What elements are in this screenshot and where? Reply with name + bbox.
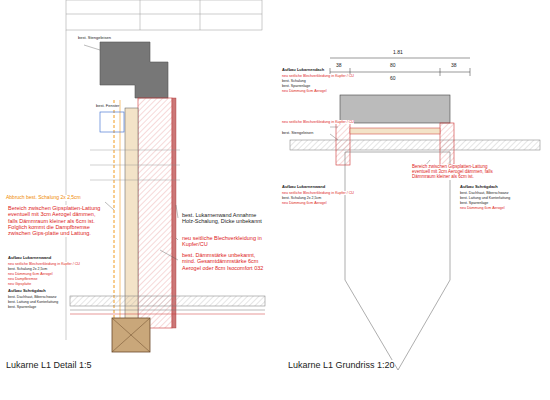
annotation: neu seitliche Blechverkleidung in Kupfer… — [182, 235, 266, 248]
annotation: 38 — [451, 63, 457, 69]
label-wrap: neu seitliche Blechverkleidung in Kupfer… — [182, 235, 266, 248]
annotation: best. Sparrenlage — [8, 305, 36, 309]
annotation: best. Dachhaut, Biberschwanz — [8, 295, 57, 299]
label-wrap: 60 — [390, 76, 396, 82]
annotation: neu Dämmung 6cm Aerogel — [8, 272, 53, 276]
label-wrap: best. Lukarnenwand Annahme Holz-Schalung… — [182, 212, 266, 225]
label-wrap: 1.81 — [393, 50, 403, 56]
label-wrap: best. Fenster — [96, 104, 119, 109]
annotation: best. Sparrenlage — [460, 201, 488, 205]
label-wrap: Aufbau Schrägdach — [460, 185, 498, 190]
label-wrap: Lukarne L1 Detail 1:5 — [6, 360, 92, 370]
label-wrap: best. Schalung 2x 2,5cm — [8, 267, 47, 271]
window-frame — [350, 128, 440, 134]
rafter — [112, 318, 150, 352]
annotation: Aufbau Lukarnenwand — [8, 256, 51, 261]
annotation: best. Stengeleisen — [78, 36, 111, 41]
label-wrap: Aufbau Lukarnenwand — [8, 256, 51, 261]
annotation: best. Schalung — [282, 79, 306, 83]
dormer-plan — [345, 152, 450, 370]
label-wrap: Aufbau Schrägdach — [8, 289, 46, 294]
label-wrap: neu Dämmung 6cm Aerogel — [282, 201, 327, 205]
annotation: best. Dachhaut, Biberschwanz — [460, 191, 509, 195]
annotation: neu Dampfbremse — [8, 277, 38, 281]
label-wrap: neu Dämmung 6cm Aerogel — [282, 89, 327, 93]
label-wrap: Abbruch best. Schalung 2x 2,5cm — [6, 195, 81, 201]
label-wrap: best. Stengeleisen — [78, 36, 111, 41]
label-wrap: Lukarne L1 Grundriss 1:20 — [288, 360, 395, 370]
dormer-wall — [336, 123, 350, 165]
sloped-roof — [70, 296, 265, 314]
label-wrap: best. Dachhaut, Biberschwanz — [8, 295, 57, 299]
annotation: Aufbau Lukarnendach — [282, 68, 324, 73]
annotation: best. Schalung 2x 2,5cm — [282, 196, 321, 200]
annotation: neu Gipsplatte — [8, 282, 31, 286]
window-frame — [100, 112, 124, 132]
copper-cladding — [172, 98, 176, 328]
label-wrap: best. Dämmstärke unbekannt, mind. Gesamt… — [182, 252, 266, 271]
dormer-roof — [340, 95, 450, 123]
drawing-caption: Lukarne L1 Detail 1:5 — [6, 360, 92, 370]
label-wrap: 38 — [451, 63, 457, 69]
annotation: neu seitliche Blechverkleidung in Kupfer… — [282, 120, 354, 124]
annotation: best. Lukarnenwand Annahme Holz-Schalung… — [182, 212, 266, 225]
annotation: best. Schalung 2x 2,5cm — [8, 267, 47, 271]
roof-cap — [100, 42, 168, 98]
annotation: best. Lattung und Konterlattung — [8, 300, 58, 304]
annotation: Abbruch best. Schalung 2x 2,5cm — [6, 195, 81, 201]
label-wrap: best. Sparrenlage — [460, 201, 488, 205]
annotation: neu Dämmung 6cm Aerogel — [282, 201, 327, 205]
label-wrap: neu Dämmung 6cm Aerogel — [460, 206, 505, 210]
label-wrap: Aufbau Lukarnendach — [282, 68, 324, 73]
roof-layer — [290, 140, 540, 150]
annotation: best. Lattung und Konterlattung — [460, 196, 510, 200]
label-wrap: best. Dachhaut, Biberschwanz — [460, 191, 509, 195]
label-wrap: neu Dämmung 6cm Aerogel — [8, 272, 53, 276]
label-wrap: neu Gipsplatte — [8, 282, 31, 286]
dormer-wall — [440, 123, 454, 165]
label-wrap: neu seitliche Blechverkleidung in Kupfer… — [282, 74, 354, 78]
wall-insulation — [138, 98, 172, 328]
label-wrap: neu seitliche Blechverkleidung in Kupfer… — [282, 120, 354, 124]
annotation: Aufbau Lukarnenwand — [282, 185, 325, 190]
annotation: neu Dämmung 6cm Aerogel — [460, 206, 505, 210]
annotation: Bereich zwischen Gipsplatten-Lattung eve… — [8, 205, 104, 237]
annotation: neu seitliche Blechverkleidung in Kupfer… — [8, 262, 80, 266]
annotation: 80 — [390, 63, 396, 69]
annotation: best. Fenster — [96, 104, 119, 109]
label-wrap: best. Stengeleisen — [282, 131, 313, 135]
label-wrap: Aufbau Lukarnenwand — [282, 185, 325, 190]
label-wrap: best. Schalung — [282, 79, 306, 83]
annotation: 60 — [390, 76, 396, 82]
label-wrap: 80 — [390, 63, 396, 69]
label-wrap: Bereich zwischen Gipsplatten-Lattung eve… — [412, 164, 494, 180]
annotation: neu Dämmung 6cm Aerogel — [282, 89, 327, 93]
annotation: 38 — [336, 63, 342, 69]
annotation: best. Stengeleisen — [282, 131, 313, 135]
annotation: best. Dämmstärke unbekannt, mind. Gesamt… — [182, 252, 266, 271]
label-wrap: neu seitliche Blechverkleidung in Kupfer… — [282, 191, 354, 195]
drawing-caption: Lukarne L1 Grundriss 1:20 — [288, 360, 395, 370]
demolition-line — [114, 100, 115, 330]
label-wrap: neu seitliche Blechverkleidung in Kupfer… — [8, 262, 80, 266]
annotation: Aufbau Schrägdach — [8, 289, 46, 294]
annotation: neu seitliche Blechverkleidung in Kupfer… — [282, 191, 354, 195]
label-wrap: best. Sparrenlage — [282, 84, 310, 88]
label-wrap: best. Lattung und Konterlattung — [460, 196, 510, 200]
label-wrap: neu Dampfbremse — [8, 277, 38, 281]
annotation: 1.81 — [393, 50, 403, 56]
label-wrap: Bereich zwischen Gipsplatten-Lattung eve… — [8, 205, 104, 237]
label-wrap: 38 — [336, 63, 342, 69]
label-wrap: best. Lattung und Konterlattung — [8, 300, 58, 304]
wall-boarding — [125, 108, 138, 328]
detail-section — [66, 0, 262, 340]
label-wrap: best. Sparrenlage — [8, 305, 36, 309]
label-wrap: best. Schalung 2x 2,5cm — [282, 196, 321, 200]
demolition-line — [120, 100, 121, 330]
annotation: Aufbau Schrägdach — [460, 185, 498, 190]
annotation: Bereich zwischen Gipsplatten-Lattung eve… — [412, 164, 494, 180]
annotation: best. Sparrenlage — [282, 84, 310, 88]
annotation: neu seitliche Blechverkleidung in Kupfer… — [282, 74, 354, 78]
